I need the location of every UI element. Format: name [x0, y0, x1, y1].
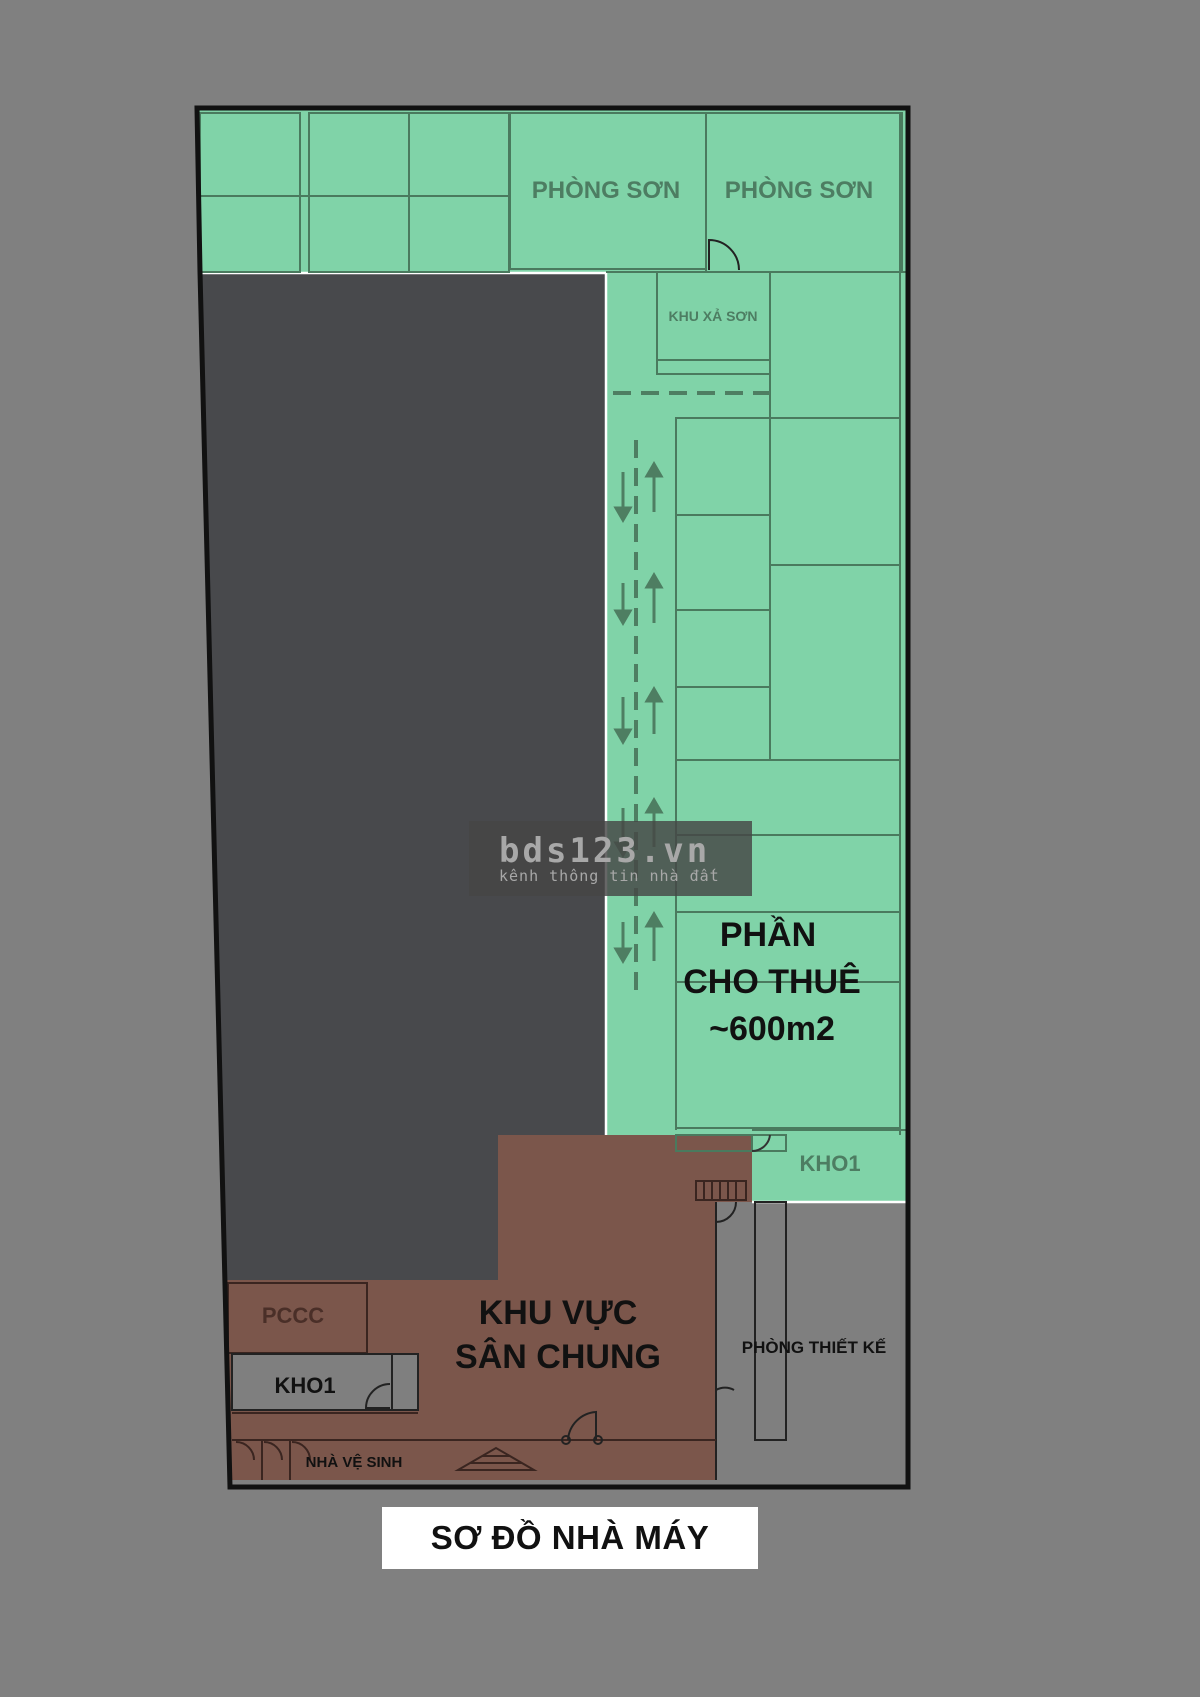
watermark-title: bds123.vn: [499, 831, 711, 871]
rental-label-line1: PHẦN: [720, 916, 816, 954]
existing-building-zone: [200, 272, 606, 1280]
common-yard-label-line1: KHU VỰC: [479, 1294, 638, 1332]
watermark-logo: bds123.vn kênh thông tin nhà đất: [469, 821, 752, 896]
stairs-icon: [695, 1180, 747, 1201]
design-room-partitions: [715, 1201, 787, 1480]
design-room-zone: [716, 1202, 908, 1480]
rental-label-line2: CHO THUÊ: [683, 963, 861, 1001]
storage-left-box: [231, 1353, 419, 1411]
triangle-entrance-icon: [454, 1446, 538, 1471]
paint-room-1-label: PHÒNG SƠN: [532, 176, 681, 204]
restroom-label: NHÀ VỆ SINH: [306, 1453, 403, 1471]
site-outline: [194, 105, 911, 1490]
storage-right-label: KHO1: [799, 1151, 860, 1176]
rental-zone: [197, 109, 908, 1202]
caption-title: SƠ ĐỒ NHÀ MÁY: [430, 1519, 710, 1556]
restroom-block: [232, 1412, 716, 1480]
paint-room-2-label: PHÒNG SƠN: [725, 176, 874, 204]
door-swing-icon: [567, 1410, 597, 1441]
paint-discharge-label: KHU XẢ SƠN: [669, 308, 758, 324]
fire-room-label: PCCC: [262, 1303, 324, 1328]
door-swing-icon: [708, 238, 740, 271]
common-yard-label-line2: SÂN CHUNG: [455, 1338, 661, 1376]
watermark-subtitle: kênh thông tin nhà đất: [499, 867, 720, 885]
up-down-arrows-icon: [613, 461, 664, 964]
rental-label-line3: ~600m2: [709, 1010, 835, 1048]
caption-box: SƠ ĐỒ NHÀ MÁY: [382, 1507, 758, 1569]
design-room-label: PHÒNG THIẾT KẾ: [742, 1338, 887, 1357]
dashed-boundary: [613, 391, 770, 990]
storage-left-label: KHO1: [274, 1373, 335, 1398]
